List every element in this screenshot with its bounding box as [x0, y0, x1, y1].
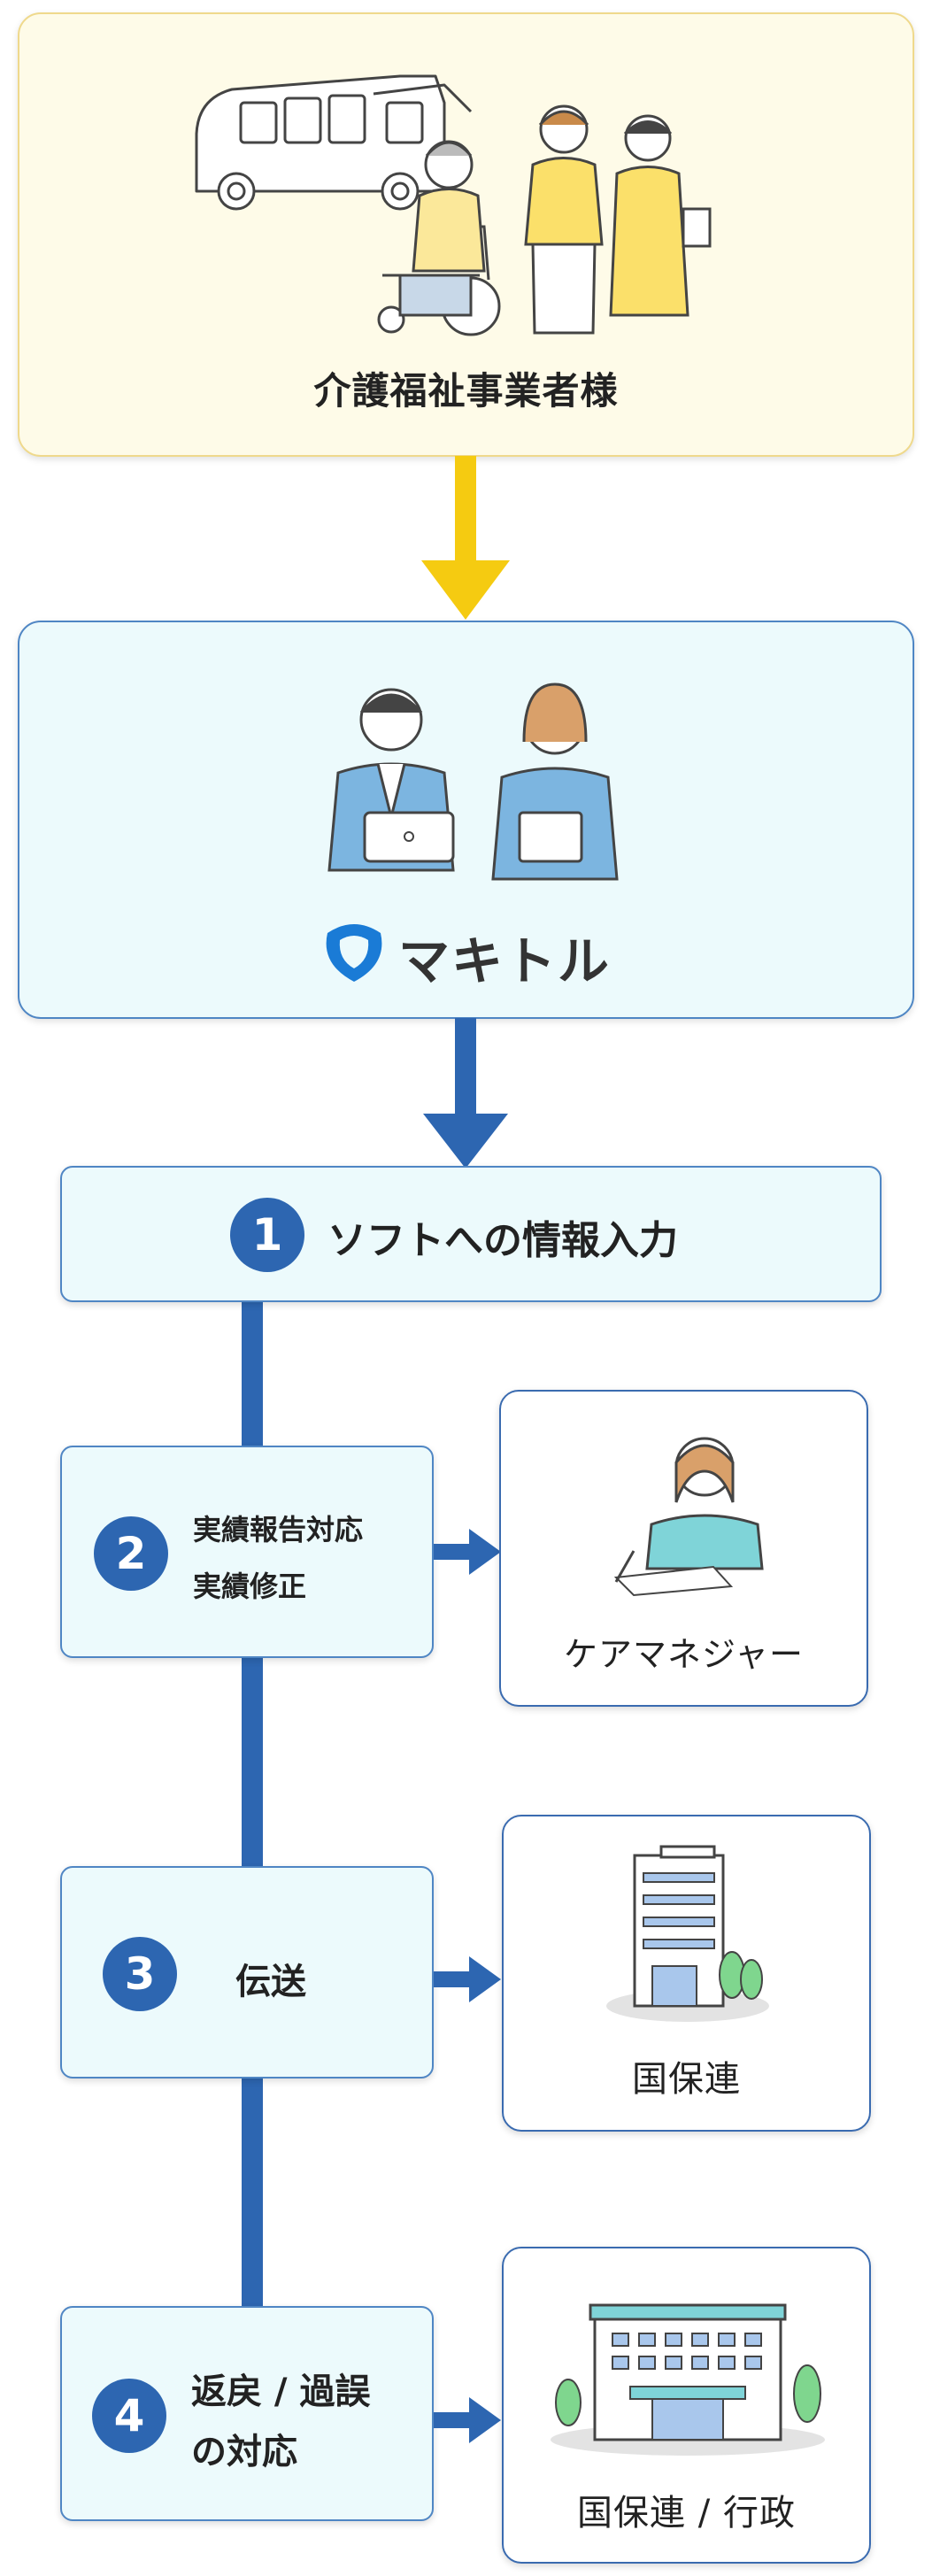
step-4-arrow	[434, 2397, 501, 2443]
step-3-number: 3	[103, 1937, 177, 2011]
arrow-head	[423, 1114, 508, 1168]
care-manager-illustration	[613, 1437, 764, 1597]
arrow-head	[469, 1956, 501, 2002]
makitoru-logo-text: マキトル	[398, 931, 612, 991]
arrow-head	[421, 560, 510, 620]
step-2-line-2: 実績修正	[193, 1570, 307, 1603]
care-manager-box: ケアマネジャー	[499, 1390, 868, 1707]
client-label: 介護福祉事業者様	[313, 369, 619, 413]
arrow-shaft	[455, 1018, 476, 1115]
step-4-line-1: 返戻 / 過誤	[191, 2372, 371, 2412]
care-manager-label: ケアマネジャー	[563, 1635, 805, 1674]
office-building-illustration	[606, 1845, 769, 2022]
arrow-shaft	[434, 2412, 471, 2428]
arrow-shaft	[434, 1971, 471, 1987]
step-2-box: 2 実績報告対応 実績修正	[60, 1446, 434, 1658]
arrow-shaft	[434, 1544, 471, 1560]
kokuhoren-label: 国保連	[632, 2059, 741, 2100]
provider-to-flow-arrow	[423, 1018, 508, 1168]
provider-panel: マキトル	[18, 621, 914, 1019]
arrow-head	[469, 1529, 501, 1575]
step-1-number: 1	[230, 1198, 304, 1272]
step-2-arrow	[434, 1529, 501, 1575]
step-3-label: 伝送	[235, 1962, 306, 2002]
government-building-illustration	[551, 2303, 825, 2456]
step-3-box: 3 伝送	[60, 1866, 434, 2079]
arrow-shaft	[455, 456, 476, 562]
step-2-line-1: 実績報告対応	[193, 1513, 364, 1546]
step-4-line-2: の対応	[191, 2432, 297, 2472]
step-1-box: 1 ソフトへの情報入力	[60, 1166, 882, 1302]
step-3-arrow	[434, 1956, 501, 2002]
kokuhoren-government-box: 国保連 / 行政	[502, 2247, 871, 2564]
step-4-box: 4 返戻 / 過誤 の対応	[60, 2306, 434, 2521]
staff-illustration	[327, 683, 619, 881]
makitoru-logo-icon	[326, 924, 382, 982]
step-1-label: ソフトへの情報入力	[327, 1218, 678, 1263]
client-panel: 介護福祉事業者様	[18, 12, 914, 457]
kokuhoren-government-label: 国保連 / 行政	[577, 2493, 796, 2534]
step-4-number: 4	[92, 2379, 166, 2453]
care-workers-illustration	[195, 74, 712, 336]
step-2-number: 2	[94, 1516, 168, 1591]
kokuhoren-box: 国保連	[502, 1815, 871, 2132]
arrow-head	[469, 2397, 501, 2443]
client-to-provider-arrow	[421, 456, 510, 620]
